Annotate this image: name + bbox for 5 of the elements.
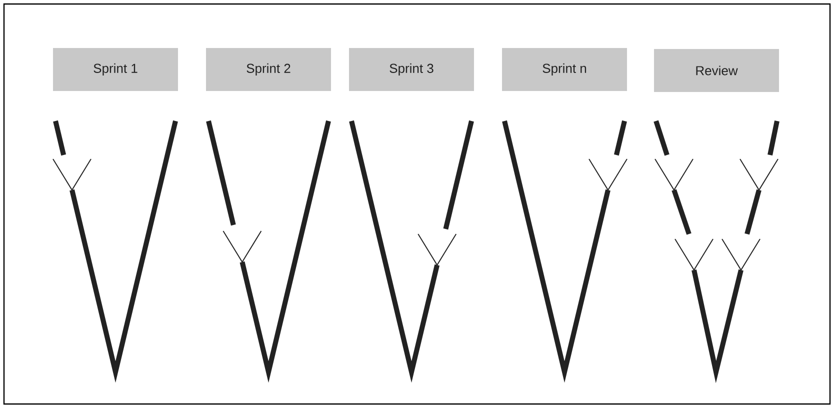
label-box: Review	[654, 49, 780, 92]
label-box: Sprint n	[502, 48, 627, 91]
label-box: Sprint 2	[206, 48, 331, 91]
label-box: Sprint 1	[53, 48, 178, 91]
label-box: Sprint 3	[349, 48, 474, 91]
